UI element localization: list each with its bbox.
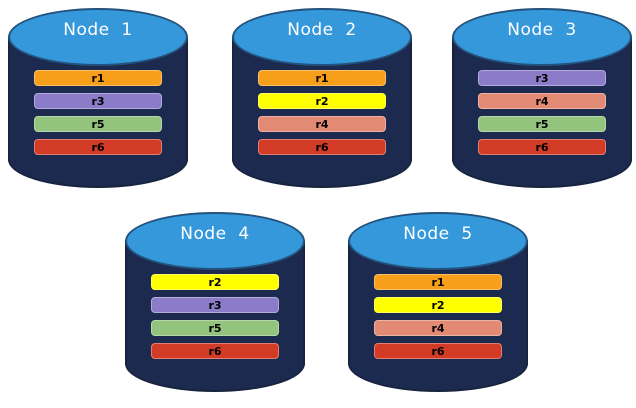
cylinder-top (232, 8, 412, 66)
replica-bar[interactable]: r4 (374, 320, 502, 336)
replica-list: r1 r3 r5 r6 (34, 70, 162, 155)
database-node[interactable]: Node 5 r1 r2 r4 r6 (348, 212, 528, 392)
replica-bar[interactable]: r5 (151, 320, 279, 336)
replica-bar[interactable]: r2 (374, 297, 502, 313)
replica-bar[interactable]: r6 (258, 139, 386, 155)
node-label: Node 4 (180, 224, 250, 244)
replica-bar[interactable]: r3 (478, 70, 606, 86)
database-node[interactable]: Node 4 r2 r3 r5 r6 (125, 212, 305, 392)
database-node[interactable]: Node 3 r3 r4 r5 r6 (452, 8, 632, 188)
replica-bar[interactable]: r2 (258, 93, 386, 109)
replica-bar[interactable]: r1 (374, 274, 502, 290)
cylinder-top (452, 8, 632, 66)
cylinder-top (8, 8, 188, 66)
replica-bar[interactable]: r6 (151, 343, 279, 359)
node-label: Node 2 (287, 20, 357, 40)
replica-bar[interactable]: r2 (151, 274, 279, 290)
replica-bar[interactable]: r6 (478, 139, 606, 155)
database-node[interactable]: Node 2 r1 r2 r4 r6 (232, 8, 412, 188)
replica-bar[interactable]: r6 (34, 139, 162, 155)
replica-bar[interactable]: r4 (478, 93, 606, 109)
replica-list: r3 r4 r5 r6 (478, 70, 606, 155)
node-label: Node 5 (403, 224, 473, 244)
replica-bar[interactable]: r1 (34, 70, 162, 86)
database-node[interactable]: Node 1 r1 r3 r5 r6 (8, 8, 188, 188)
replica-list: r1 r2 r4 r6 (374, 274, 502, 359)
node-label: Node 3 (507, 20, 577, 40)
replica-bar[interactable]: r5 (34, 116, 162, 132)
replica-bar[interactable]: r4 (258, 116, 386, 132)
node-label: Node 1 (63, 20, 133, 40)
replica-bar[interactable]: r6 (374, 343, 502, 359)
replica-bar[interactable]: r3 (34, 93, 162, 109)
replica-list: r1 r2 r4 r6 (258, 70, 386, 155)
replica-bar[interactable]: r5 (478, 116, 606, 132)
cylinder-top (125, 212, 305, 270)
replica-bar[interactable]: r1 (258, 70, 386, 86)
replica-list: r2 r3 r5 r6 (151, 274, 279, 359)
cylinder-top (348, 212, 528, 270)
replica-bar[interactable]: r3 (151, 297, 279, 313)
